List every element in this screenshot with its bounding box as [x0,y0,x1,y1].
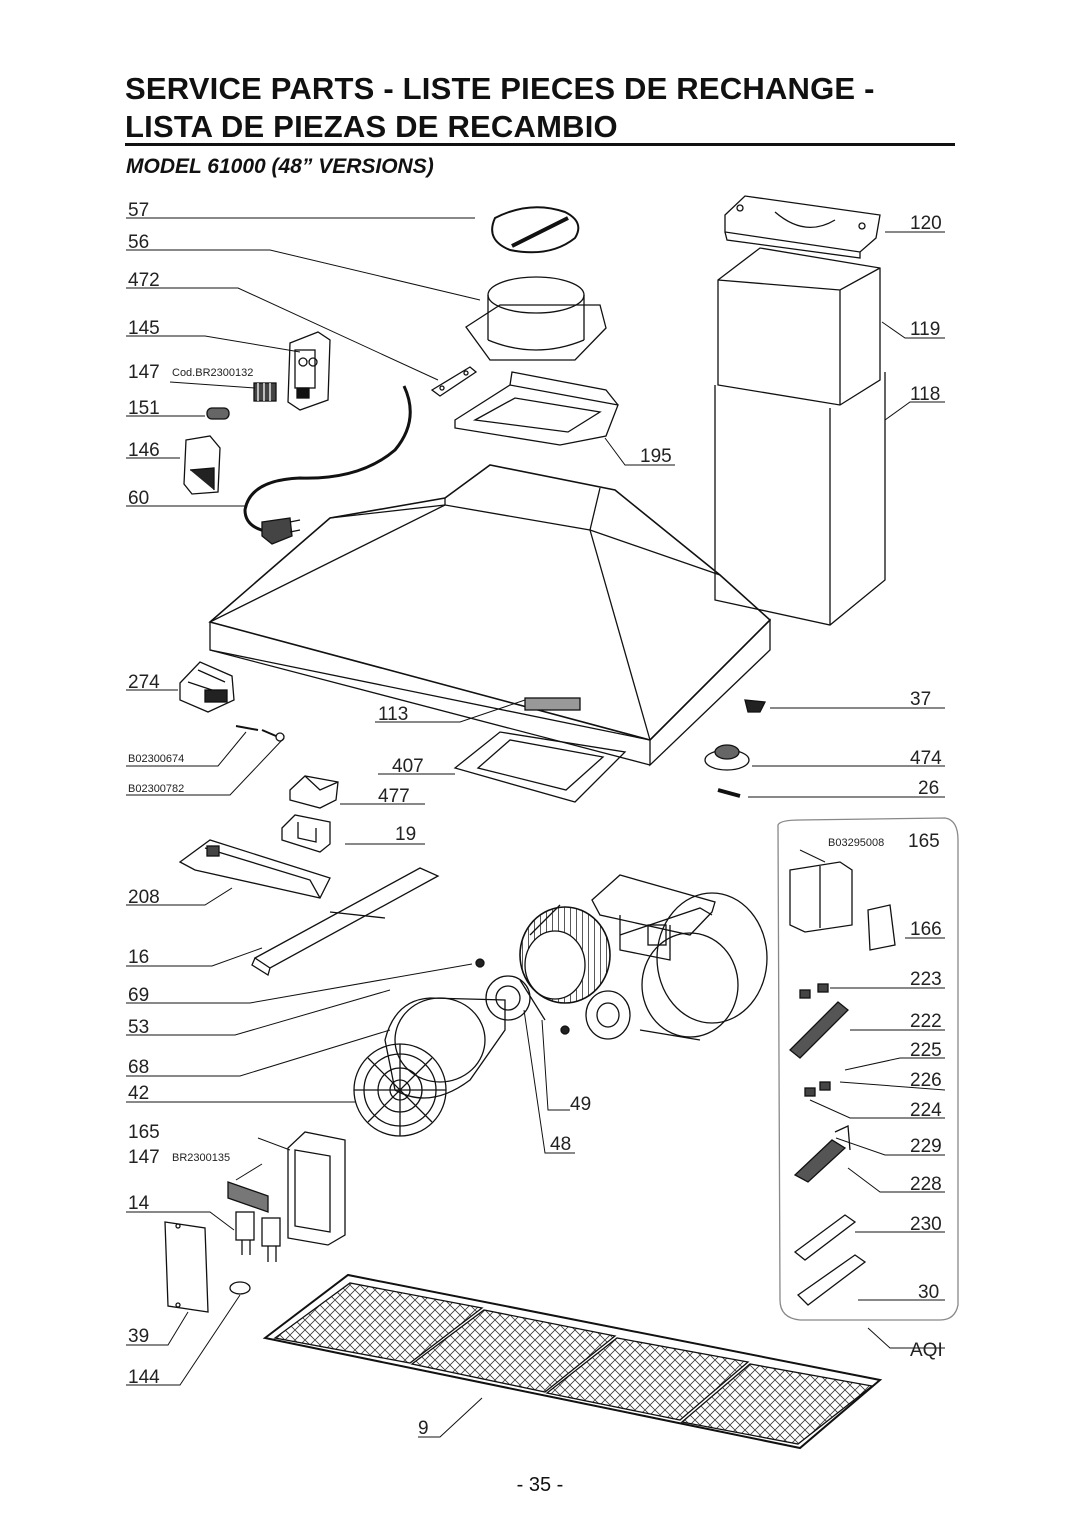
label-229: 229 [910,1136,942,1157]
label-166: 166 [910,919,942,940]
part-19-bracket [281,814,331,853]
label-230: 230 [910,1214,942,1235]
label-60: 60 [128,488,149,509]
label-48: 48 [550,1134,571,1155]
label-147-top: 147 [128,362,160,383]
label-57: 57 [128,200,149,221]
label-224: 224 [910,1100,942,1121]
label-49: 49 [570,1094,591,1115]
code-147-top: Cod.BR2300132 [172,367,253,379]
label-26: 26 [918,778,939,799]
code-b03295008: B03295008 [828,837,884,849]
part-60-power-cord [243,385,412,545]
blower-housing-left [384,997,506,1099]
code-b02300674: B02300674 [128,753,184,765]
label-274: 274 [128,672,160,693]
label-14: 14 [128,1193,150,1214]
page-header: SERVICE PARTS - LISTE PIECES DE RECHANGE… [125,70,955,146]
part-57-cover [491,206,580,254]
code-br2300135: BR2300135 [172,1152,230,1164]
label-9: 9 [418,1418,429,1439]
label-120: 120 [910,213,942,234]
label-208: 208 [128,887,160,908]
part-146-connector-box [183,435,221,495]
leader-lines [126,217,946,1438]
part-56-bracket [430,366,478,397]
label-147-bottom: 147 [128,1147,160,1168]
label-30: 30 [918,1282,939,1303]
label-223: 223 [910,969,942,990]
part-led-connector [235,725,285,742]
hood-body [208,464,772,767]
label-37: 37 [910,689,931,710]
part-208-transformer [178,839,331,899]
part-144-grommet [229,1281,251,1295]
label-474: 474 [910,748,942,769]
part-477-cover [289,775,339,809]
page-number: - 35 - [516,1474,564,1496]
part-147-terminal-strip [227,1181,269,1213]
part-26-bulb [717,788,741,798]
callout-labels: 57 56 472 145 147 Cod.BR2300132 151 146 … [128,200,943,1439]
label-56: 56 [128,232,149,253]
part-fan-wheel [519,904,611,1021]
blower-frame [591,874,716,961]
label-68: 68 [128,1057,149,1078]
part-165-capacitor-box [287,1131,346,1246]
aqi-inset [777,817,959,1321]
part-145-terminal-bracket [287,331,331,411]
label-113: 113 [378,704,408,725]
label-477: 477 [378,786,410,807]
part-474-lamp [704,744,750,771]
part-69-screw [475,958,570,1035]
model-subtitle: MODEL 61000 (48” VERSIONS) [126,155,434,178]
page-title-line-2: LISTA DE PIEZAS DE RECAMBIO [125,109,618,144]
part-9-grease-filters [262,1273,883,1450]
title-rule [125,143,955,146]
part-37-clip [744,699,767,713]
part-42-motor-grille [353,1043,447,1137]
part-195-mount-frame [454,371,619,446]
label-228: 228 [910,1174,942,1195]
label-aqi: AQI [910,1340,943,1361]
label-225: 225 [910,1040,942,1061]
part-274-switch-box [179,661,235,713]
label-146: 146 [128,440,160,461]
blower-housing-right [619,892,768,1041]
part-407-grille [453,731,627,803]
label-39: 39 [128,1326,149,1347]
label-226: 226 [910,1070,942,1091]
part-151-cable-clip [206,407,230,420]
label-472: 472 [128,270,160,291]
page-title-line-1: SERVICE PARTS - LISTE PIECES DE RECHANGE… [125,71,875,106]
part-120-chimney-bracket [724,195,881,259]
label-53: 53 [128,1017,149,1038]
part-53-motor-hub [485,975,631,1040]
label-165-bottom: 165 [128,1122,160,1143]
label-145: 145 [128,318,160,339]
label-407: 407 [392,756,424,777]
label-16: 16 [128,947,149,968]
part-16-filter-rail [251,867,440,977]
label-195: 195 [640,446,672,467]
code-b02300782: B02300782 [128,783,184,795]
label-165-inset: 165 [908,831,940,852]
part-147-terminal-block [253,382,277,402]
label-69: 69 [128,985,149,1006]
label-119: 119 [910,319,940,340]
label-118: 118 [910,384,940,405]
label-19: 19 [395,824,416,845]
label-151: 151 [128,398,160,419]
label-144: 144 [128,1367,160,1388]
label-42: 42 [128,1083,149,1104]
part-14-capacitors [235,1211,281,1262]
part-118-lower-chimney [714,372,886,626]
part-472-duct-collar [465,276,607,361]
label-222: 222 [910,1011,942,1032]
part-119-upper-chimney [717,247,881,406]
part-39-cover-plate [164,1221,209,1313]
